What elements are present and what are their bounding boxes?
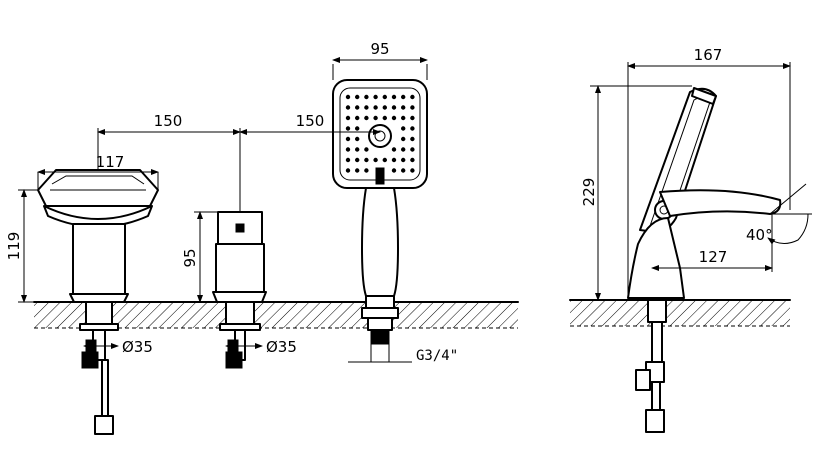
nozzle-dot (345, 168, 351, 173)
dim-label-spout-height: 119 (5, 232, 23, 261)
dim-label-tilt-angle: 40° (746, 226, 773, 244)
nozzle-dot (410, 157, 415, 163)
nozzle-dot (364, 115, 369, 121)
nozzle-dot (401, 136, 406, 142)
nozzle-dot (345, 126, 351, 131)
nozzle-dot (345, 105, 351, 110)
nozzle-dot (401, 115, 406, 121)
nozzle-dot (391, 147, 397, 152)
nozzle-dot (345, 94, 351, 100)
nozzle-dot (401, 157, 406, 163)
nozzle-dot (355, 136, 360, 142)
nozzle-dot (355, 94, 360, 100)
nozzle-dot (410, 105, 415, 110)
faucet-side (627, 87, 782, 433)
dim-label-hole-valve: Ø35 (266, 338, 297, 356)
nozzle-dot (345, 157, 351, 163)
nozzle-dot (401, 168, 406, 173)
dim-label-spacing-left: 150 (154, 112, 183, 130)
nozzle-dot (355, 157, 360, 163)
dim-95-valve (194, 211, 218, 303)
dim-label-side-reach: 127 (699, 248, 728, 266)
nozzle-dot (401, 94, 406, 100)
valve-front (212, 211, 267, 369)
dim-95-shower (332, 57, 428, 80)
nozzle-dot (364, 94, 369, 100)
nozzle-dot (355, 147, 360, 152)
nozzle-dot (364, 147, 369, 152)
nozzle-dot (373, 115, 378, 121)
nozzle-dot (373, 105, 378, 110)
nozzle-dot (410, 126, 415, 131)
dim-119 (18, 189, 38, 303)
hand-shower-front (332, 79, 428, 345)
nozzle-dot (364, 105, 369, 110)
nozzle-dot (373, 94, 378, 100)
nozzle-dot (355, 115, 360, 121)
nozzle-dot (391, 94, 397, 100)
dim-angle-40 (767, 183, 812, 245)
nozzle-dot (410, 136, 415, 142)
nozzle-dot (410, 115, 415, 121)
nozzle-dot (391, 105, 397, 110)
nozzle-dot (410, 94, 415, 100)
dim-117 (37, 169, 159, 190)
shower-nozzles (345, 94, 415, 173)
dim-label-thread: G3/4" (416, 348, 458, 364)
nozzle-dot (391, 157, 397, 163)
nozzle-dot (391, 115, 397, 121)
nozzle-dot (345, 115, 351, 121)
nozzle-dot (364, 157, 369, 163)
nozzle-dot (382, 157, 387, 163)
nozzle-dot (391, 168, 397, 173)
nozzle-dot (410, 168, 415, 173)
nozzle-dot (382, 115, 387, 121)
dim-thread (348, 344, 412, 363)
nozzle-dot (355, 105, 360, 110)
dim-label-side-length: 167 (694, 46, 723, 64)
dim-label-spout-width: 117 (96, 153, 125, 171)
nozzle-dot (345, 147, 351, 152)
nozzle-dot (401, 147, 406, 152)
dim-label-shower-width: 95 (370, 40, 389, 58)
dim-229 (590, 85, 692, 301)
nozzle-dot (401, 105, 406, 110)
dim-label-hole-spout: Ø35 (122, 338, 153, 356)
dim-150-left (97, 128, 241, 212)
nozzle-dot (401, 126, 406, 131)
nozzle-dot (355, 126, 360, 131)
dim-167 (627, 62, 791, 298)
dim-label-side-height: 229 (580, 178, 598, 207)
nozzle-dot (355, 168, 360, 173)
nozzle-dot (410, 147, 415, 152)
nozzle-dot (364, 168, 369, 173)
nozzle-dot (382, 105, 387, 110)
nozzle-dot (373, 157, 378, 163)
deck-side (569, 299, 791, 327)
nozzle-dot (382, 94, 387, 100)
dim-label-valve-height: 95 (181, 248, 199, 267)
dim-label-spacing-right: 150 (296, 112, 325, 130)
nozzle-dot (345, 136, 351, 142)
